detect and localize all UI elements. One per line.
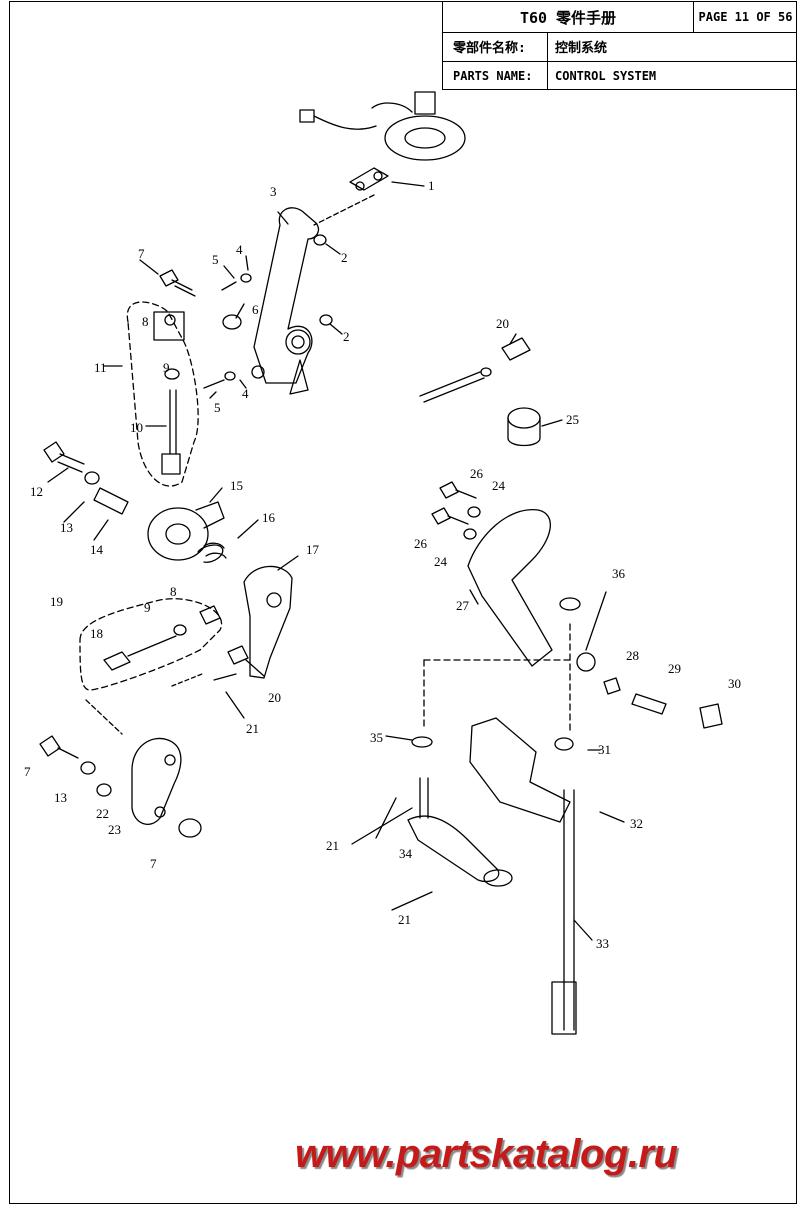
part-callout-9: 9 <box>163 360 170 375</box>
watermark-logo: www.partskatalog.ru <box>295 1132 678 1176</box>
part-callout-21: 21 <box>246 721 259 736</box>
part-callout-26: 26 <box>414 536 428 551</box>
part-callout-15: 15 <box>230 478 243 493</box>
part-callout-4: 4 <box>236 242 243 257</box>
parts-name-en-label: PARTS NAME: <box>453 68 533 83</box>
part-callout-32: 32 <box>630 816 643 831</box>
part-callout-8: 8 <box>142 314 149 329</box>
part-callout-27: 27 <box>456 598 470 613</box>
title-block: T60 零件手册 PAGE 11 OF 56 零部件名称: 控制系统 PARTS… <box>442 2 797 90</box>
part-callout-8: 8 <box>170 584 177 599</box>
part-callout-23: 23 <box>108 822 121 837</box>
page-number: PAGE 11 OF 56 <box>698 10 793 24</box>
part-callout-7: 7 <box>24 764 31 779</box>
part-callout-1: 1 <box>428 178 435 193</box>
part-callout-13: 13 <box>54 790 67 805</box>
part-callout-2: 2 <box>341 250 348 265</box>
part-callout-7: 7 <box>150 856 157 871</box>
part-callout-12: 12 <box>30 484 43 499</box>
part-callout-14: 14 <box>90 542 104 557</box>
part-callout-19: 19 <box>50 594 63 609</box>
part-callout-16: 16 <box>262 510 276 525</box>
part-callout-36: 36 <box>612 566 626 581</box>
part-callout-5: 5 <box>214 400 221 415</box>
parts-name-cn-value: 控制系统 <box>555 41 608 56</box>
part-callout-30: 30 <box>728 676 741 691</box>
part-callout-20: 20 <box>496 316 509 331</box>
part-callout-4: 4 <box>242 386 249 401</box>
part-callout-21: 21 <box>398 912 411 927</box>
part-callout-24: 24 <box>492 478 506 493</box>
part-callout-22: 22 <box>96 806 109 821</box>
part-callout-25: 25 <box>566 412 579 427</box>
manual-title: T60 零件手册 <box>519 8 617 27</box>
drawing-frame <box>9 1 797 1204</box>
part-callout-33: 33 <box>596 936 609 951</box>
part-callout-6: 6 <box>252 302 259 317</box>
part-callout-26: 26 <box>470 466 484 481</box>
part-callout-11: 11 <box>94 360 107 375</box>
part-callout-29: 29 <box>668 661 681 676</box>
part-callout-3: 3 <box>270 184 277 199</box>
parts-name-cn-label: 零部件名称: <box>453 41 526 56</box>
part-callout-34: 34 <box>399 846 413 861</box>
part-callout-9: 9 <box>144 600 151 615</box>
part-callout-7: 7 <box>138 246 145 261</box>
part-callout-31: 31 <box>598 742 611 757</box>
part-callout-5: 5 <box>212 252 219 267</box>
part-callout-24: 24 <box>434 554 448 569</box>
part-callout-17: 17 <box>306 542 320 557</box>
part-callout-28: 28 <box>626 648 639 663</box>
part-callout-20: 20 <box>268 690 281 705</box>
part-callout-35: 35 <box>370 730 383 745</box>
part-callout-10: 10 <box>130 420 143 435</box>
parts-name-en-value: CONTROL SYSTEM <box>555 68 657 83</box>
part-callout-13: 13 <box>60 520 73 535</box>
part-callout-21: 21 <box>326 838 339 853</box>
part-callout-18: 18 <box>90 626 103 641</box>
part-callout-2: 2 <box>343 329 350 344</box>
